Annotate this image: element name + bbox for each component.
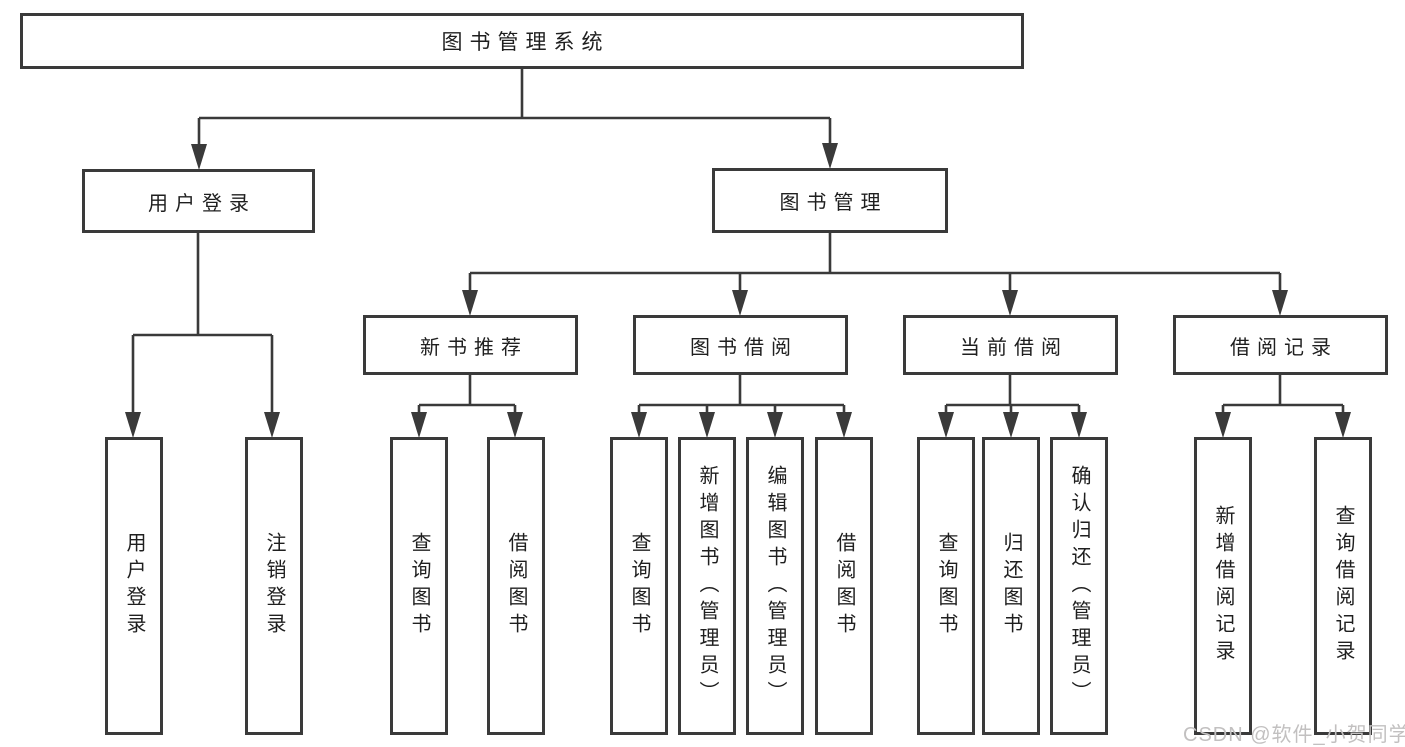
node-book-borrow: 图书借阅 xyxy=(633,315,848,375)
leaf-label: 查询图书 xyxy=(628,532,650,640)
arrowheads xyxy=(125,143,1351,438)
leaf-label: 归还图书 xyxy=(1000,532,1022,640)
leaf-add-books-admin: 新增图书（管理员） xyxy=(678,437,736,735)
leaf-query-books-borrow: 查询图书 xyxy=(610,437,668,735)
leaf-borrow-books: 借阅图书 xyxy=(815,437,873,735)
node-book-management: 图书管理 xyxy=(712,168,948,233)
leaf-logout: 注销登录 xyxy=(245,437,303,735)
connector-borrow-branch xyxy=(637,375,846,414)
connector-manage-branch xyxy=(468,233,1282,292)
leaf-query-books-current: 查询图书 xyxy=(917,437,975,735)
leaf-label: 注销登录 xyxy=(263,532,285,640)
leaf-borrow-books-recommend: 借阅图书 xyxy=(487,437,545,735)
leaf-confirm-return-admin: 确认归还（管理员） xyxy=(1050,437,1108,735)
connector-current-branch xyxy=(944,375,1081,414)
leaf-label: 查询借阅记录 xyxy=(1332,505,1354,667)
csdn-watermark: CSDN @软件_小贺同学 xyxy=(1183,724,1405,746)
leaf-query-books-recommend: 查询图书 xyxy=(390,437,448,735)
leaf-label: 查询图书 xyxy=(935,532,957,640)
connector-recommend-branch xyxy=(417,375,517,414)
connector-login-branch xyxy=(131,233,274,414)
leaf-return-books: 归还图书 xyxy=(982,437,1040,735)
node-current-borrow: 当前借阅 xyxy=(903,315,1118,375)
connector-records-branch xyxy=(1221,375,1345,414)
leaf-label: 新增借阅记录 xyxy=(1212,505,1234,667)
leaf-user-login: 用户登录 xyxy=(105,437,163,735)
leaf-edit-books-admin: 编辑图书（管理员） xyxy=(746,437,804,735)
connector-root-branch xyxy=(197,69,832,146)
node-user-login: 用户登录 xyxy=(82,169,315,233)
node-borrow-records: 借阅记录 xyxy=(1173,315,1388,375)
leaf-label: 借阅图书 xyxy=(833,532,855,640)
leaf-label: 借阅图书 xyxy=(505,532,527,640)
node-new-book-recommend: 新书推荐 xyxy=(363,315,578,375)
leaf-add-borrow-record: 新增借阅记录 xyxy=(1194,437,1252,735)
leaf-label: 查询图书 xyxy=(408,532,430,640)
node-root: 图书管理系统 xyxy=(20,13,1024,69)
leaf-label: 编辑图书（管理员） xyxy=(764,464,786,708)
leaf-query-borrow-record: 查询借阅记录 xyxy=(1314,437,1372,735)
leaf-label: 确认归还（管理员） xyxy=(1068,464,1090,708)
leaf-label: 新增图书（管理员） xyxy=(696,464,718,708)
leaf-label: 用户登录 xyxy=(123,532,145,640)
